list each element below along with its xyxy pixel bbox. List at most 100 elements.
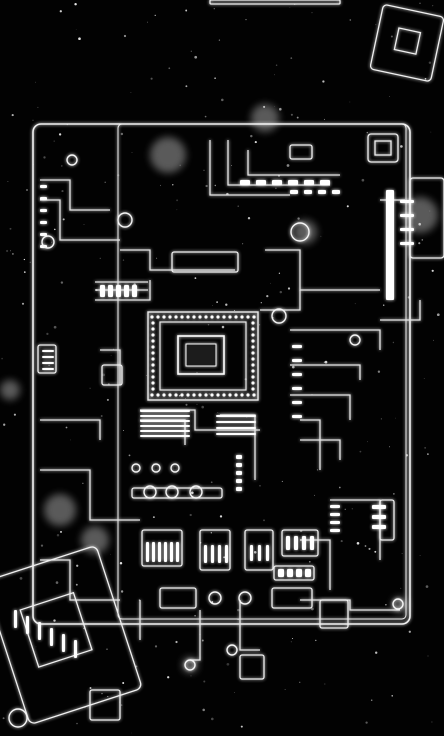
star-particle	[242, 243, 244, 245]
star-particle	[221, 98, 224, 102]
glow-blobs	[0, 104, 438, 673]
cpu-pin	[192, 315, 196, 319]
star-particle	[392, 341, 395, 344]
star-particle	[110, 553, 112, 555]
star-particle	[107, 695, 109, 698]
solder-pad	[287, 569, 293, 577]
star-particle	[428, 61, 432, 64]
star-particle	[53, 619, 56, 622]
star-particle	[190, 675, 192, 677]
star-particle	[430, 131, 432, 133]
solder-pad	[310, 536, 314, 550]
solder-pad	[146, 542, 149, 562]
solder-pad	[42, 350, 54, 352]
star-particle	[35, 646, 37, 648]
cpu-pin	[151, 333, 155, 337]
star-particle	[375, 24, 377, 26]
lower-chip-block-1	[141, 529, 183, 567]
star-particle	[120, 590, 124, 593]
star-particle	[120, 132, 124, 136]
cpu-pin	[151, 327, 155, 331]
solder-pad	[170, 542, 173, 562]
solder-pad	[332, 190, 340, 194]
bottom-chip-icon-2	[89, 689, 121, 721]
cpu-pin	[174, 315, 178, 319]
cpu-pin	[251, 333, 255, 337]
star-particle	[201, 639, 204, 642]
star-particle	[247, 217, 251, 220]
star-particle	[316, 469, 319, 471]
star-particle	[190, 491, 194, 495]
solder-pad	[286, 536, 290, 550]
star-particle	[315, 639, 317, 642]
star-particle	[3, 423, 6, 426]
star-particle	[62, 218, 65, 221]
star-particle	[338, 486, 341, 489]
cpu-pin	[204, 315, 208, 319]
star-particle	[99, 257, 101, 259]
star-particle	[400, 145, 403, 148]
solder-pad	[74, 640, 77, 658]
star-particle	[53, 325, 57, 329]
star-particle	[156, 257, 158, 259]
solder-pad	[256, 180, 266, 185]
cpu-pin	[198, 315, 202, 319]
solder-pad	[250, 545, 253, 561]
star-particle	[150, 77, 153, 80]
solder-pad	[216, 427, 256, 429]
solder-pad	[132, 285, 137, 297]
solder-pad	[158, 542, 161, 562]
solder-pad	[290, 190, 298, 194]
star-particle	[65, 426, 68, 429]
star-particle	[185, 85, 188, 88]
star-particle	[189, 513, 192, 517]
star-particle	[152, 516, 155, 519]
star-particle	[253, 551, 257, 554]
solder-pad	[140, 425, 190, 427]
solder-pad	[124, 285, 129, 297]
cpu-pin	[204, 393, 208, 397]
star-particle	[210, 717, 214, 721]
solder-pad	[304, 180, 314, 185]
star-particle	[208, 392, 211, 396]
star-particle	[202, 708, 205, 712]
cpu-pin	[252, 315, 256, 319]
star-particle	[389, 96, 391, 98]
solder-pad	[40, 185, 47, 188]
star-particle	[35, 81, 36, 83]
solder-pad	[372, 505, 386, 509]
solder-pad	[140, 415, 190, 417]
star-particle	[56, 534, 60, 537]
solder-pad	[372, 515, 386, 519]
cpu-pin	[150, 393, 154, 397]
solder-pads	[14, 180, 414, 658]
star-particle	[418, 242, 421, 245]
star-particle	[299, 681, 301, 683]
star-particle	[368, 547, 371, 550]
solder-pad	[302, 536, 306, 550]
star-particle	[89, 687, 92, 689]
star-particle	[210, 532, 212, 534]
star-particle	[61, 165, 63, 167]
star-particle	[185, 9, 188, 12]
star-particle	[366, 131, 368, 134]
star-particle	[172, 184, 174, 186]
star-particle	[351, 508, 353, 510]
solder-pad	[42, 368, 54, 370]
solder-pad	[26, 616, 29, 634]
cpu-pin	[192, 393, 196, 397]
star-particle	[389, 446, 391, 448]
cpu-pin	[151, 345, 155, 349]
star-particle	[297, 217, 300, 220]
star-particle	[194, 614, 196, 617]
star-particle	[75, 583, 78, 586]
star-particle	[223, 556, 226, 559]
star-particle	[323, 118, 325, 120]
star-particle	[153, 463, 155, 464]
cpu-pin	[151, 369, 155, 373]
star-particle	[217, 412, 219, 413]
solder-pad	[152, 542, 155, 562]
cpu-pin	[168, 315, 172, 319]
star-particle	[311, 12, 313, 14]
cpu-pin	[234, 393, 238, 397]
